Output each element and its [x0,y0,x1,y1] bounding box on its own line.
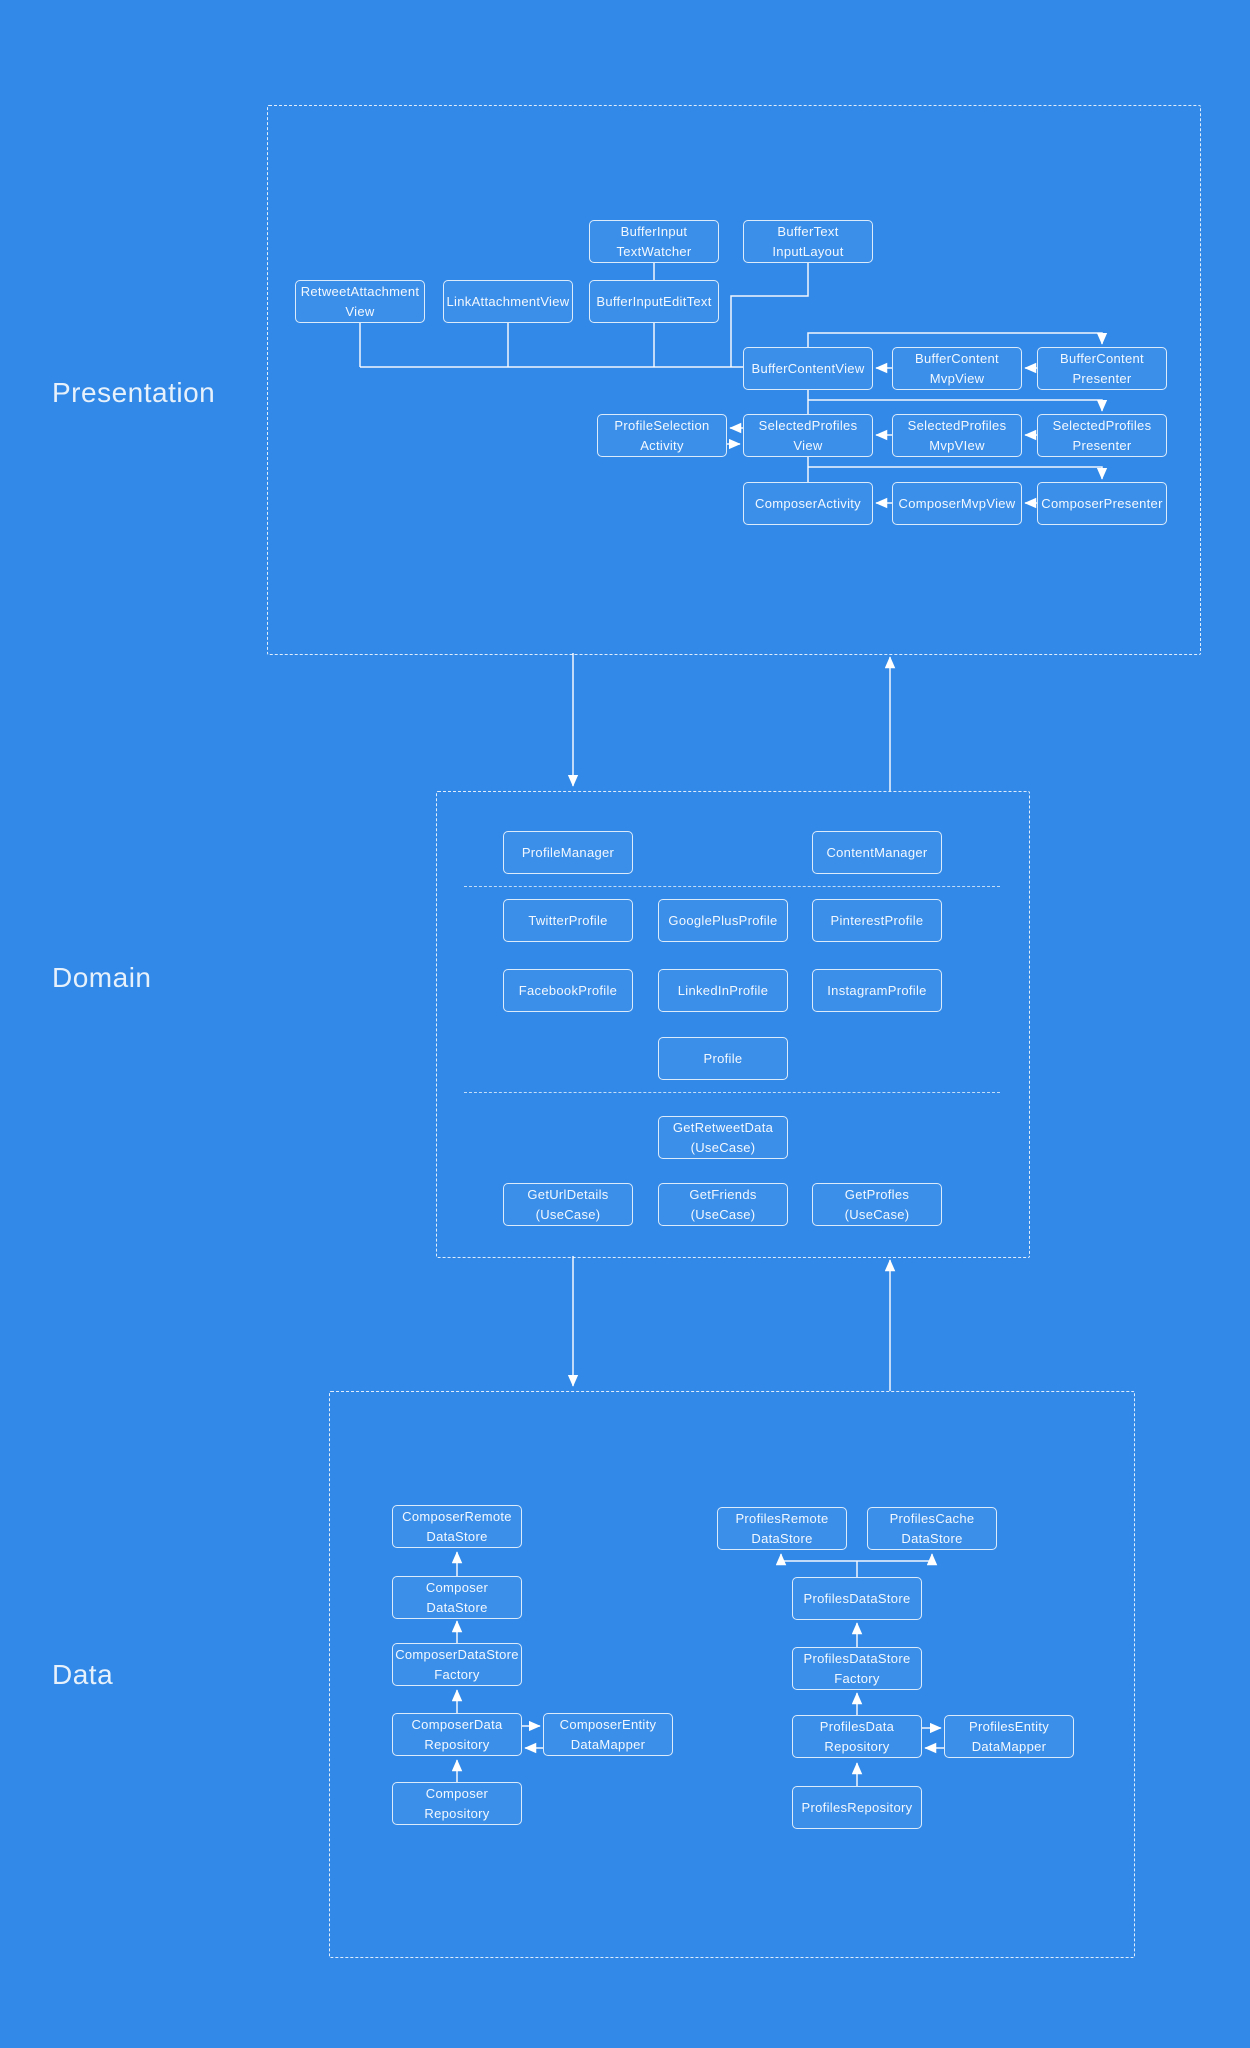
node-label: Profile [703,1050,743,1066]
node-buffercontent-mvpview: BufferContent MvpView [892,347,1022,390]
node-instagramprofile: InstagramProfile [812,969,942,1012]
node-label: GetUrlDetails (UseCase) [527,1186,609,1222]
node-label: FacebookProfile [518,982,618,998]
node-twitterprofile: TwitterProfile [503,899,633,942]
node-buffertext-inputlayout: BufferText InputLayout [743,220,873,263]
node-profilemanager: ProfileManager [503,831,633,874]
node-composerdata-repository: ComposerData Repository [392,1713,522,1756]
node-label: ComposerPresenter [1041,495,1163,511]
node-linkedinprofile: LinkedInProfile [658,969,788,1012]
node-label: ComposerData Repository [411,1716,503,1752]
node-profilescache-datastore: ProfilesCache DataStore [867,1507,997,1550]
node-label: ProfilesData Repository [819,1718,895,1754]
node-profilesentity-datamapper: ProfilesEntity DataMapper [944,1715,1074,1758]
node-composerpresenter: ComposerPresenter [1037,482,1167,525]
presentation-section-frame [267,105,1201,655]
node-profileselection-activity: ProfileSelection Activity [597,414,727,457]
node-profilesdatastore-factory: ProfilesDataStore Factory [792,1647,922,1690]
node-profile: Profile [658,1037,788,1080]
node-label: LinkAttachmentView [446,293,570,309]
node-label: PinterestProfile [830,912,924,928]
data-section-frame [329,1391,1135,1958]
node-label: BufferContent MvpView [915,350,999,386]
presentation-section-label: Presentation [52,377,216,408]
node-profilesdatastore: ProfilesDataStore [792,1577,922,1620]
node-composerremote-datastore: ComposerRemote DataStore [392,1505,522,1548]
edge-profilesdatastore-merge [781,1560,932,1577]
node-label: Composer DataStore [425,1579,489,1615]
node-label: GetFriends (UseCase) [689,1186,757,1222]
node-geturldetails-usecase: GetUrlDetails (UseCase) [503,1183,633,1226]
node-profilesrepository: ProfilesRepository [792,1786,922,1829]
node-label: SelectedProfiles View [758,417,858,453]
node-label: LinkedInProfile [677,982,769,998]
node-label: ProfilesCache DataStore [889,1510,975,1546]
node-label: BufferContent Presenter [1060,350,1144,386]
node-label: ContentManager [826,844,928,860]
node-label: Composer Repository [424,1785,490,1821]
node-label: ComposerMvpView [898,495,1016,511]
node-label: ProfilesRemote DataStore [735,1510,829,1546]
node-pinterestprofile: PinterestProfile [812,899,942,942]
node-label: GetProfles (UseCase) [844,1186,910,1222]
node-label: BufferInput TextWatcher [616,223,692,259]
node-label: GooglePlusProfile [668,912,778,928]
node-buffercontent-presenter: BufferContent Presenter [1037,347,1167,390]
domain-separator-managers [464,886,1000,887]
edge-selectedprofilesview-composerpresenter [808,466,1108,480]
node-composerentity-datamapper: ComposerEntity DataMapper [543,1713,673,1756]
node-retweetattachment-view: RetweetAttachment View [295,280,425,323]
node-composerdatastore-factory: ComposerDataStore Factory [392,1643,522,1686]
node-label: BufferInputEditText [596,293,712,309]
domain-separator-usecases [464,1092,1000,1093]
node-label: TwitterProfile [528,912,608,928]
edge-inputlayout-merge [730,263,809,367]
node-label: GetRetweetData (UseCase) [672,1119,774,1155]
node-label: SelectedProfiles MvpVIew [907,417,1007,453]
node-getfriends-usecase: GetFriends (UseCase) [658,1183,788,1226]
data-section-label: Data [52,1659,114,1690]
node-composermvpview: ComposerMvpView [892,482,1022,525]
node-label: ProfilesRepository [801,1799,913,1815]
node-label: ComposerActivity [755,495,861,511]
node-label: ComposerEntity DataMapper [559,1716,657,1752]
node-profilesdata-repository: ProfilesData Repository [792,1715,922,1758]
node-linkattachmentview: LinkAttachmentView [443,280,573,323]
node-selectedprofiles-presenter: SelectedProfiles Presenter [1037,414,1167,457]
node-contentmanager: ContentManager [812,831,942,874]
node-label: ComposerDataStore Factory [395,1646,519,1682]
edge-buffercontentview-selectedprofilespresenter [808,399,1108,412]
node-label: ProfileManager [521,844,615,860]
edge-buffercontentview-buffercontentpresenter [807,332,1108,347]
node-label: ProfilesDataStore Factory [803,1650,911,1686]
domain-section-label: Domain [52,962,152,993]
domain-section-frame [436,791,1030,1258]
node-label: SelectedProfiles Presenter [1052,417,1152,453]
node-googleplusprofile: GooglePlusProfile [658,899,788,942]
node-label: RetweetAttachment View [300,283,420,319]
node-label: ProfileSelection Activity [614,417,710,453]
node-buffercontentview: BufferContentView [743,347,873,390]
node-bufferinputedittext: BufferInputEditText [589,280,719,323]
node-label: ProfilesDataStore [803,1590,911,1606]
node-selectedprofiles-view: SelectedProfiles View [743,414,873,457]
node-label: ProfilesEntity DataMapper [968,1718,1050,1754]
node-composer-datastore: Composer DataStore [392,1576,522,1619]
node-bufferinput-textwatcher: BufferInput TextWatcher [589,220,719,263]
node-facebookprofile: FacebookProfile [503,969,633,1012]
node-getprofles-usecase: GetProfles (UseCase) [812,1183,942,1226]
node-selectedprofiles-mvpview: SelectedProfiles MvpVIew [892,414,1022,457]
node-profilesremote-datastore: ProfilesRemote DataStore [717,1507,847,1550]
node-label: BufferText InputLayout [772,223,844,259]
node-label: InstagramProfile [827,982,927,998]
node-label: BufferContentView [751,360,865,376]
node-composer-repository: Composer Repository [392,1782,522,1825]
node-composeractivity: ComposerActivity [743,482,873,525]
node-getretweetdata-usecase: GetRetweetData (UseCase) [658,1116,788,1159]
node-label: ComposerRemote DataStore [402,1508,512,1544]
